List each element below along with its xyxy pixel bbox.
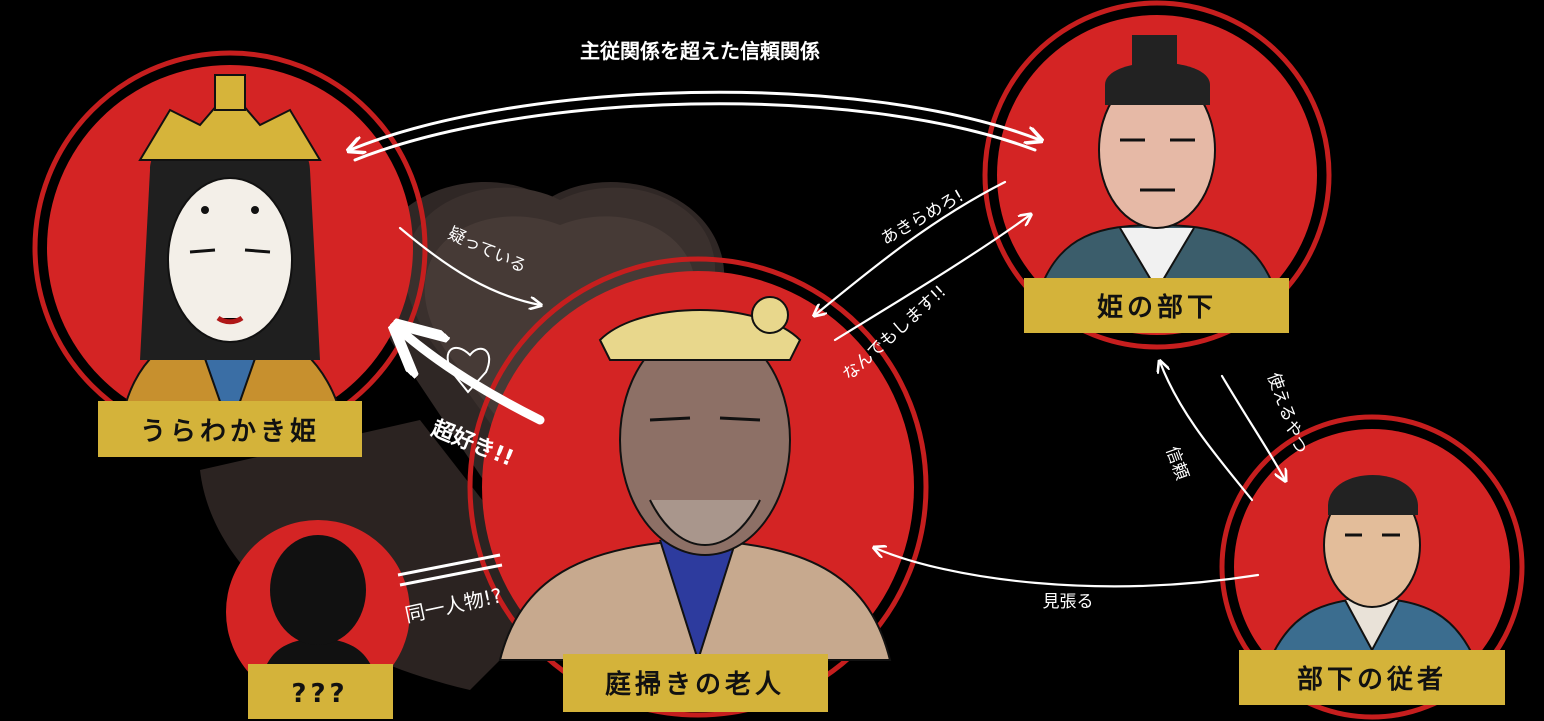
give-up-label: あきらめろ!	[878, 186, 968, 249]
name-plate	[563, 654, 828, 712]
princess-name: うらわかき姫	[140, 417, 320, 447]
watching-label: 見張る	[1043, 592, 1094, 612]
retainer-portrait	[1038, 35, 1277, 292]
character-princess: うらわかき姫	[32, 50, 428, 457]
character-old-man: 庭掃きの老人	[467, 256, 929, 718]
character-unknown: ???	[226, 520, 410, 719]
old-man-name: 庭掃きの老人	[605, 669, 785, 700]
name-plate	[98, 401, 362, 457]
name-plate	[1239, 650, 1505, 705]
trust-label: 信頼	[1161, 444, 1191, 483]
attendant-name: 部下の従者	[1297, 665, 1447, 695]
trust-beyond-rank-label: 主従関係を超えた信頼関係	[580, 39, 820, 63]
relation-will-do-anything: なんでもします!!	[833, 215, 1030, 385]
relation-trust: 信頼	[1160, 362, 1254, 502]
relation-watching: 見張る	[875, 548, 1260, 612]
name-plate	[1024, 278, 1289, 333]
retainer-name: 姫の部下	[1097, 293, 1217, 323]
useful-guy-label: 使えるやつ	[1263, 370, 1312, 457]
relation-trust-beyond-rank: 主従関係を超えた信頼関係	[350, 39, 1040, 162]
unknown-name: ???	[291, 679, 348, 709]
character-attendant: 部下の従者	[1219, 414, 1525, 720]
character-retainer: 姫の部下	[982, 0, 1332, 350]
attendant-portrait	[1268, 475, 1477, 661]
name-plate	[248, 664, 393, 719]
old-man-portrait	[498, 296, 892, 664]
